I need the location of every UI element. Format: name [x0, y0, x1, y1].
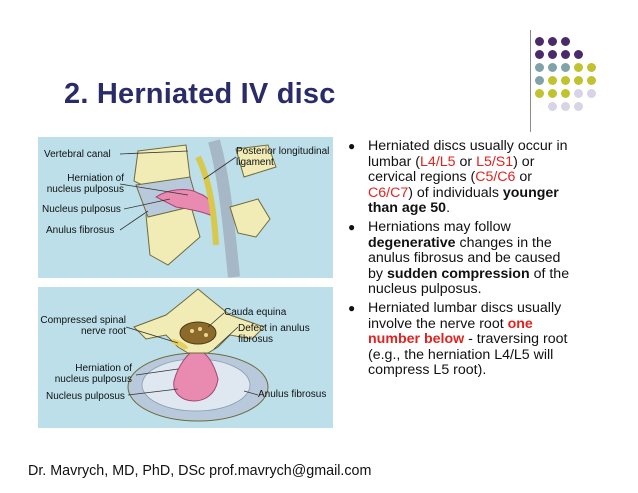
- spinous-process-lower: [229, 198, 271, 238]
- label-posterior-ligament-line1: Posterior longitudinal: [236, 146, 330, 157]
- decor-dot: [574, 50, 583, 59]
- decor-dot: [548, 89, 557, 98]
- leader-line: [119, 150, 189, 155]
- nerve-root-dot: [204, 333, 208, 337]
- bullet-text: or: [455, 153, 477, 170]
- bullet-dot-icon: ●: [348, 300, 356, 315]
- leader-line: [207, 312, 225, 328]
- nerve-root-dot: [198, 327, 202, 331]
- title-divider: [530, 30, 531, 132]
- bullet-text: Herniations may follow: [368, 218, 511, 235]
- decor-dot: [587, 76, 596, 85]
- spinous-process-upper: [235, 144, 277, 178]
- decor-dot: [561, 50, 570, 59]
- decor-dot: [561, 102, 570, 111]
- leader-line: [125, 326, 179, 344]
- decor-dot: [535, 37, 544, 46]
- label-anulus-fibrosus: Anulus fibrosus: [46, 225, 115, 236]
- leader-line: [119, 183, 189, 196]
- bullet-item-2: ● Herniations may follow degenerative ch…: [344, 218, 576, 298]
- decor-dot: [548, 76, 557, 85]
- label-compressed-line1: Compressed spinal: [40, 315, 126, 326]
- decor-dot: [535, 63, 544, 72]
- leader-line: [123, 198, 171, 210]
- decor-dot: [574, 76, 583, 85]
- decor-dot: [561, 76, 570, 85]
- slide-footer: Dr. Mavrych, MD, PhD, DSc prof.mavrych@g…: [28, 463, 372, 479]
- label-herniation-line1: Herniation of: [67, 173, 124, 184]
- leader-line: [243, 390, 259, 396]
- bullet-text-bold: younger than age 50: [368, 184, 559, 217]
- label-nucleus-pulposus: Nucleus pulposus: [46, 391, 125, 402]
- decor-dot: [574, 89, 583, 98]
- bullet-text-highlight: L4/L5: [420, 153, 456, 170]
- bullet-text-highlight: C5/C6: [475, 169, 516, 186]
- bullet-item-3: ● Herniated lumbar discs usually involve…: [344, 299, 576, 379]
- decor-dot: [587, 89, 596, 98]
- label-posterior-ligament-line2: ligament: [236, 157, 274, 168]
- decor-dot: [561, 63, 570, 72]
- bullet-dot-icon: ●: [348, 219, 356, 234]
- leader-line: [203, 156, 237, 180]
- nerve-root-dot: [190, 329, 194, 333]
- label-vertebral-canal: Vertebral canal: [44, 149, 111, 160]
- bullet-text-highlight: L5/S1: [476, 153, 514, 170]
- leader-line: [127, 388, 179, 396]
- decor-dot: [548, 63, 557, 72]
- decor-dot: [587, 63, 596, 72]
- decor-dot: [561, 37, 570, 46]
- cauda-equina-shape: [179, 321, 217, 345]
- decor-dot: [535, 50, 544, 59]
- bullet-dot-icon: ●: [348, 139, 356, 153]
- leader-line: [213, 326, 239, 350]
- bullet-text: or: [515, 169, 533, 186]
- decor-dot: [535, 89, 544, 98]
- label-defect-line2: fibrosus: [238, 334, 274, 345]
- bullet-item-1: ● Herniated discs usually occur in lumba…: [344, 138, 576, 217]
- leader-line: [135, 368, 179, 376]
- herniation-transverse-figure: Compressed spinal nerve root Cauda equin…: [38, 287, 333, 428]
- bullet-list: ● Herniated discs usually occur in lumba…: [344, 138, 576, 382]
- label-anulus-fibrosus: Anulus fibrosus: [258, 389, 327, 400]
- decor-dot: [548, 50, 557, 59]
- slide-title: 2. Herniated IV disc: [64, 78, 336, 110]
- decor-dot: [535, 76, 544, 85]
- bullet-text-highlight: C6/C7: [368, 184, 409, 201]
- bullet-text: of the nucleus pulposus.: [368, 265, 570, 298]
- label-defect-line1: Defect in anulus: [238, 323, 310, 334]
- nucleus-pulposus-shape: [173, 348, 219, 402]
- leader-line: [119, 210, 149, 231]
- bullet-text: Herniated discs usually occur in lumbar …: [368, 138, 568, 170]
- bullet-text: - traversing root (e.g., the herniation …: [368, 331, 568, 379]
- label-herniation-line2: nucleus pulposus: [54, 374, 132, 385]
- bullet-text: Herniated lumbar discs usually involve t…: [368, 299, 562, 332]
- decor-dot: [548, 102, 557, 111]
- label-compressed-line2: nerve root: [80, 326, 126, 337]
- label-herniation-line1: Herniation of: [75, 363, 132, 374]
- label-cauda-equina: Cauda equina: [224, 307, 287, 318]
- bullet-text-highlight: one number below: [368, 315, 533, 348]
- spinal-canal-shape: [208, 139, 240, 278]
- bullet-text: ) of individuals: [408, 184, 503, 201]
- bullet-text: changes in the anulus fibrosus and be ca…: [368, 234, 561, 282]
- bullet-text-bold: degenerative: [368, 234, 456, 251]
- bullet-text: ) or cervical regions (: [368, 153, 535, 186]
- posterior-ligament: [195, 155, 219, 246]
- label-herniation-line2: nucleus pulposus: [46, 184, 124, 195]
- decor-dot: [574, 102, 583, 111]
- decor-dot: [574, 63, 583, 72]
- decor-dot: [561, 89, 570, 98]
- herniation-sagittal-figure: Vertebral canal Herniation of nucleus pu…: [38, 137, 333, 278]
- transverse-illustration: [125, 288, 269, 422]
- label-nucleus-pulposus: Nucleus pulposus: [42, 204, 121, 215]
- bullet-text-bold: sudden compression: [386, 265, 530, 282]
- decor-dot: [548, 37, 557, 46]
- sagittal-illustration: [119, 139, 277, 278]
- bullet-text: .: [446, 200, 451, 217]
